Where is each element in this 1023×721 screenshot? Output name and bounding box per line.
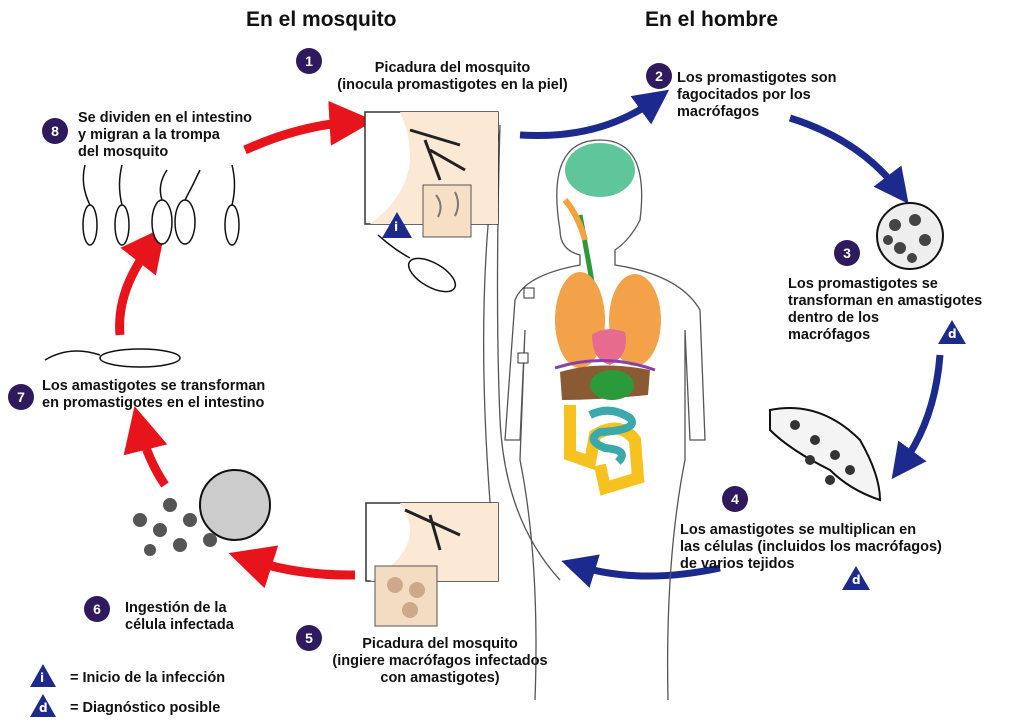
step-4-line-1: Los amastigotes se multiplican en	[680, 522, 917, 538]
infection-marker-letter: i	[394, 220, 399, 234]
step-8-line-3: del mosquito	[78, 144, 169, 160]
step-text-1: Picadura del mosquito (inocula promastig…	[305, 60, 600, 94]
step-2-line-3: macrófagos	[677, 104, 760, 120]
step-6-line-1: Ingestión de la	[125, 600, 227, 616]
step-8-line-2: y migran a la trompa	[78, 127, 220, 143]
step-8-line-1: Se dividen en el intestino	[78, 110, 253, 126]
step-2-line-1: Los promastigotes son	[677, 70, 837, 86]
step-4-line-3: de varios tejidos	[680, 556, 795, 572]
legend-infection-label: = Inicio de la infección	[70, 670, 226, 686]
step-badge-2: 2	[646, 63, 672, 89]
step-4-line-2: las células (incluidos los macrófagos)	[680, 539, 942, 555]
mosquito-bite-panel-1	[364, 111, 499, 238]
step-7-line-1: Los amastigotes se transforman	[42, 378, 266, 394]
diagnosis-marker-step4: d	[842, 566, 870, 590]
step-3-line-3: dentro de los	[788, 310, 880, 326]
internal-organs	[554, 143, 661, 496]
step-text-3: Los promastigotes se transforman en amas…	[788, 276, 1020, 344]
step-6-line-2: célula infectada	[125, 617, 234, 633]
diagnosis-marker-step3: d	[938, 320, 966, 344]
legend-infection-letter: i	[40, 671, 45, 685]
skin-marker-upper	[523, 287, 535, 299]
step-5-line-1: Picadura del mosquito	[362, 636, 518, 652]
step-badge-4: 4	[722, 486, 748, 512]
arrow-7-to-8	[115, 226, 166, 336]
skin-marker-lower	[517, 352, 529, 364]
arrow-5-to-6	[228, 545, 356, 589]
small-intestine	[588, 406, 636, 465]
arrow-1-to-2	[519, 89, 670, 140]
step-text-2: Los promastigotes son fagocitados por lo…	[677, 70, 877, 121]
step-7-line-2: en promastigotes en el intestino	[42, 395, 265, 411]
brain	[565, 143, 635, 197]
arrow-2-to-3	[788, 114, 909, 204]
step-text-5: Picadura del mosquito (ingiere macrófago…	[290, 636, 590, 687]
macrophage-infected	[876, 202, 944, 270]
tissue-cells-with-amastigotes	[769, 407, 882, 502]
header-human: En el hombre	[645, 8, 779, 31]
step-3-line-1: Los promastigotes se	[788, 276, 938, 292]
step-text-7: Los amastigotes se transforman en promas…	[42, 378, 342, 412]
heart	[592, 329, 626, 365]
diaphragm-line	[554, 358, 656, 372]
step-badge-5: 5	[296, 625, 322, 651]
promastigote-inoculated	[377, 234, 457, 293]
promastigote-in-gut	[44, 348, 181, 368]
promastigotes-in-proboscis	[82, 164, 240, 246]
step-2-line-2: fagocitados por los	[677, 87, 811, 103]
legend-diagnosis-letter: d	[39, 701, 48, 715]
ingested-cells	[133, 469, 271, 556]
step-badge-1: 1	[296, 48, 322, 74]
step-1-line-1: Picadura del mosquito	[374, 60, 531, 76]
step-text-8: Se dividen en el intestino y migran a la…	[78, 110, 328, 161]
legend-infection-marker: i	[30, 664, 56, 687]
step-5-line-3: con amastigotes)	[380, 670, 500, 686]
step-badge-8: 8	[42, 118, 68, 144]
step-3-line-4: macrófagos	[788, 327, 871, 343]
step-badge-6: 6	[84, 596, 110, 622]
legend-diagnosis-label: = Diagnóstico posible	[70, 700, 221, 716]
step-1-line-2: (inocula promastigotes en la piel)	[337, 77, 568, 93]
left-lung	[555, 272, 605, 368]
arrow-3-to-4	[891, 354, 944, 480]
step-badge-3: 3	[834, 240, 860, 266]
mosquito-bite-panel-5	[365, 502, 499, 627]
step-text-6: Ingestión de la célula infectada	[125, 600, 295, 634]
step-3-line-2: transforman en amastigotes	[788, 293, 983, 309]
step-badge-7: 7	[8, 384, 34, 410]
step-text-4: Los amastigotes se multiplican en las cé…	[680, 522, 1020, 573]
diagnosis-marker-letter-step3: d	[948, 327, 957, 341]
step-5-line-2: (ingiere macrófagos infectados	[332, 653, 548, 669]
arrow-8-to-1	[243, 100, 375, 155]
arrow-6-to-7	[123, 406, 169, 488]
arrow-4-to-5	[561, 554, 721, 588]
diagnosis-marker-letter-step4: d	[852, 573, 861, 587]
legend-diagnosis-marker: d	[30, 694, 56, 717]
header-mosquito: En el mosquito	[246, 8, 397, 31]
stomach	[590, 370, 634, 400]
esophagus	[562, 198, 588, 241]
infection-start-marker: i	[382, 212, 412, 238]
